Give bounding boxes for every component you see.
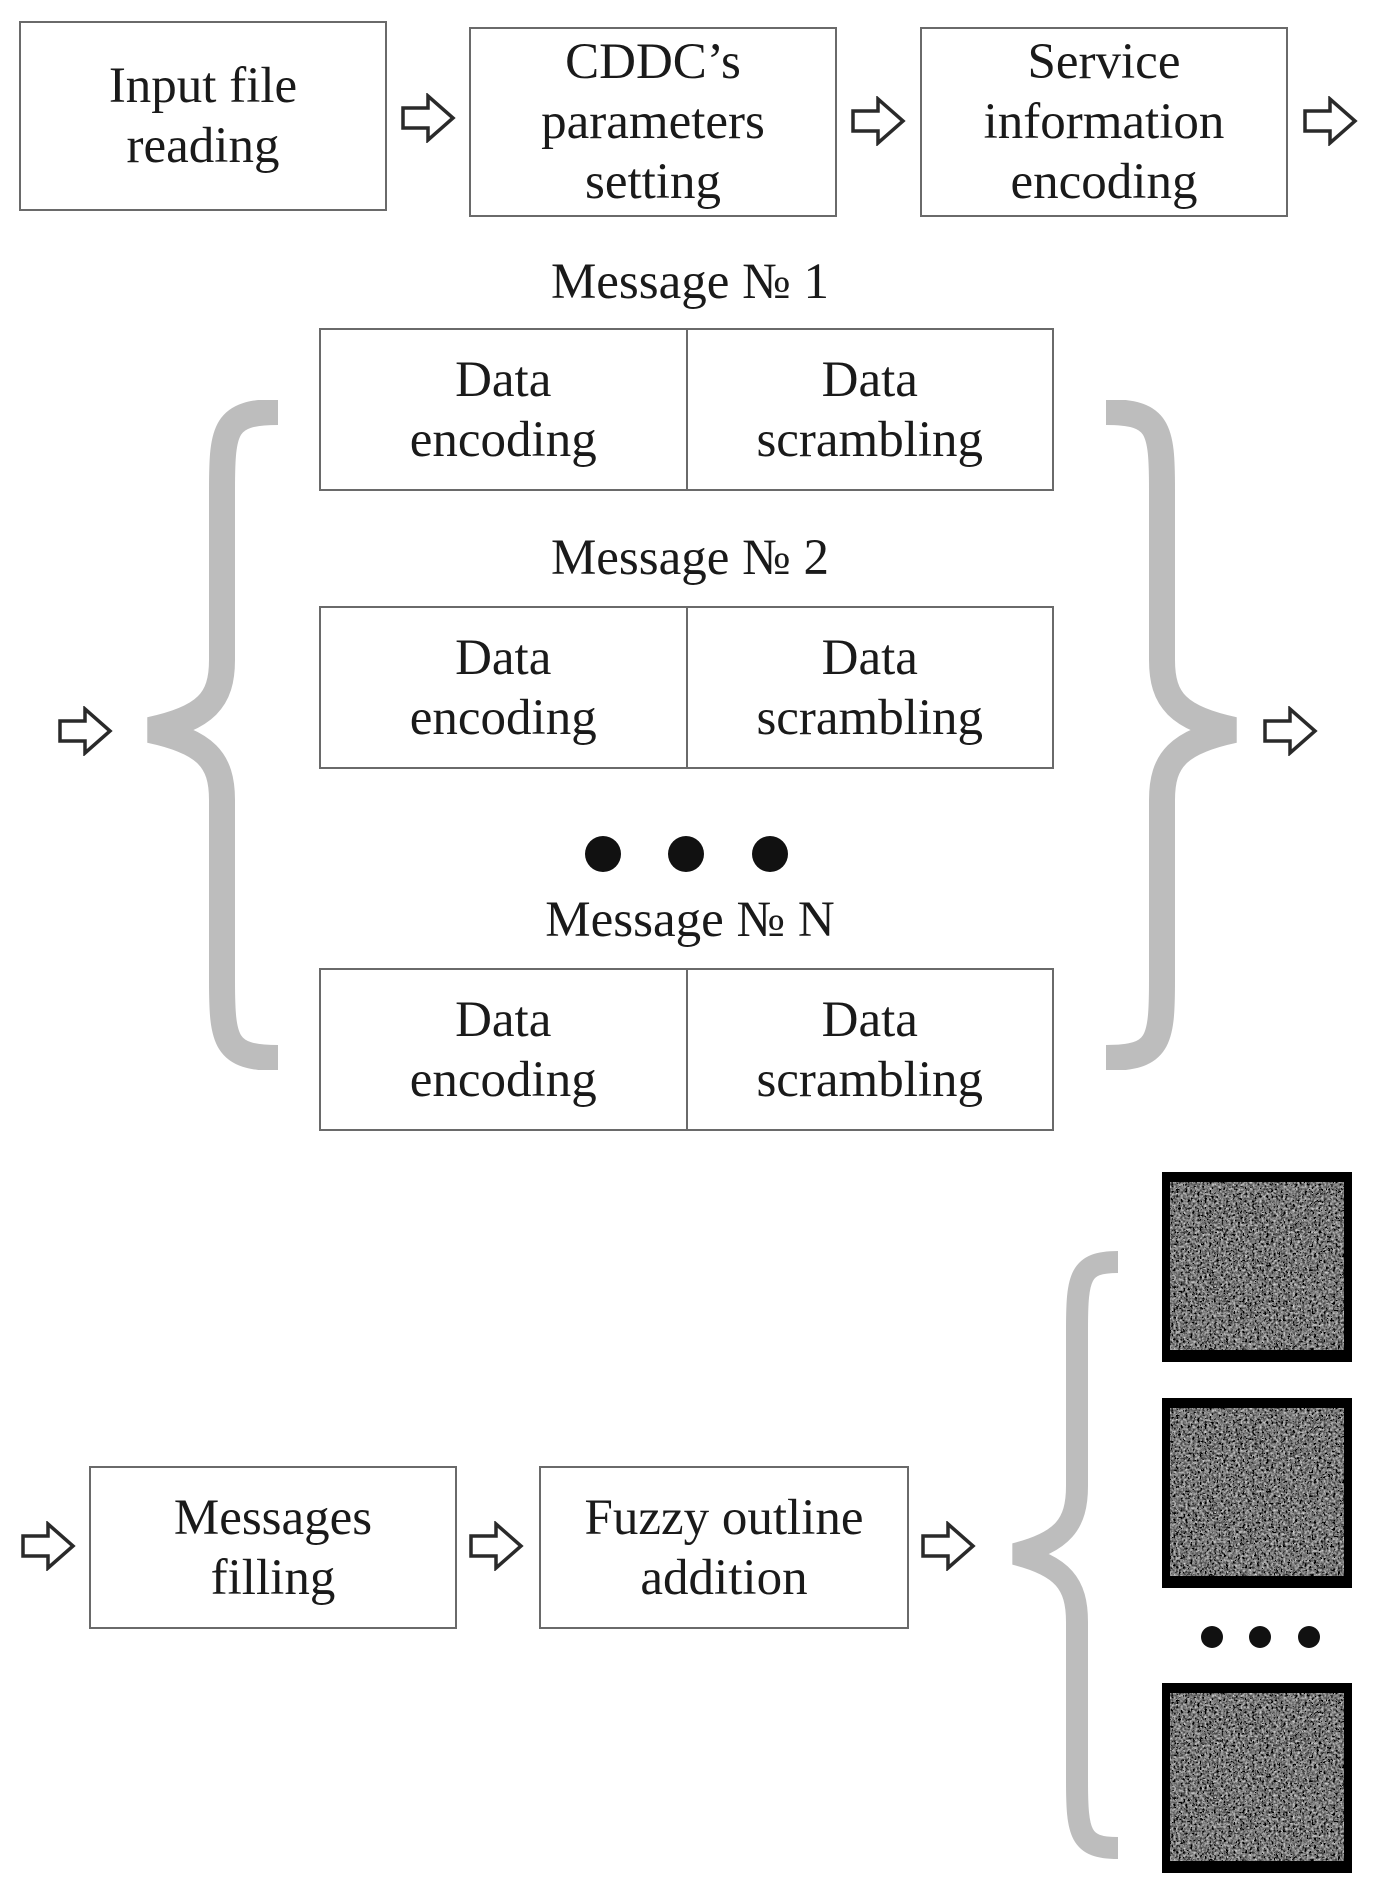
data-encoding-cell: Data encoding xyxy=(409,629,597,746)
ellipsis-dot xyxy=(668,836,704,872)
ellipsis-dot xyxy=(752,836,788,872)
output-curly-brace xyxy=(1012,1251,1119,1859)
hollow-right-arrow-icon xyxy=(920,1521,976,1571)
ellipsis-dot xyxy=(1249,1626,1271,1648)
ellipsis-dot xyxy=(1298,1626,1320,1648)
output-code-image xyxy=(1162,1683,1352,1873)
service-information-encoding-box: Service information encoding xyxy=(920,27,1288,217)
hollow-right-arrow-icon xyxy=(400,93,456,143)
hollow-right-arrow-icon xyxy=(1302,96,1358,146)
input-file-reading-box: Input file reading xyxy=(19,21,387,211)
message-1-block: Data encoding Data scrambling xyxy=(319,328,1054,491)
cddc-parameters-setting-box: CDDC’s parameters setting xyxy=(469,27,837,217)
messages-filling-box: Messages filling xyxy=(89,1466,457,1629)
message-n-block: Data encoding Data scrambling xyxy=(319,968,1054,1131)
data-scrambling-cell: Data scrambling xyxy=(685,970,1053,1129)
hollow-right-arrow-icon xyxy=(57,706,113,756)
output-code-image xyxy=(1162,1398,1352,1588)
message-1-label: Message № 1 xyxy=(550,254,830,310)
hollow-right-arrow-icon xyxy=(468,1521,524,1571)
hollow-right-arrow-icon xyxy=(1262,706,1318,756)
data-encoding-cell: Data encoding xyxy=(409,991,597,1108)
message-n-label: Message № N xyxy=(545,892,835,948)
data-encoding-cell: Data encoding xyxy=(409,351,597,468)
ellipsis-dot xyxy=(1201,1626,1223,1648)
message-2-label: Message № 2 xyxy=(550,530,830,586)
hollow-right-arrow-icon xyxy=(850,96,906,146)
ellipsis-dot xyxy=(585,836,621,872)
data-scrambling-cell: Data scrambling xyxy=(685,608,1053,767)
left-curly-brace xyxy=(147,400,279,1070)
data-scrambling-cell: Data scrambling xyxy=(685,330,1053,489)
right-curly-brace xyxy=(1105,400,1237,1070)
message-2-block: Data encoding Data scrambling xyxy=(319,606,1054,769)
hollow-right-arrow-icon xyxy=(20,1521,76,1571)
fuzzy-outline-addition-box: Fuzzy outline addition xyxy=(539,1466,909,1629)
output-code-image xyxy=(1162,1172,1352,1362)
